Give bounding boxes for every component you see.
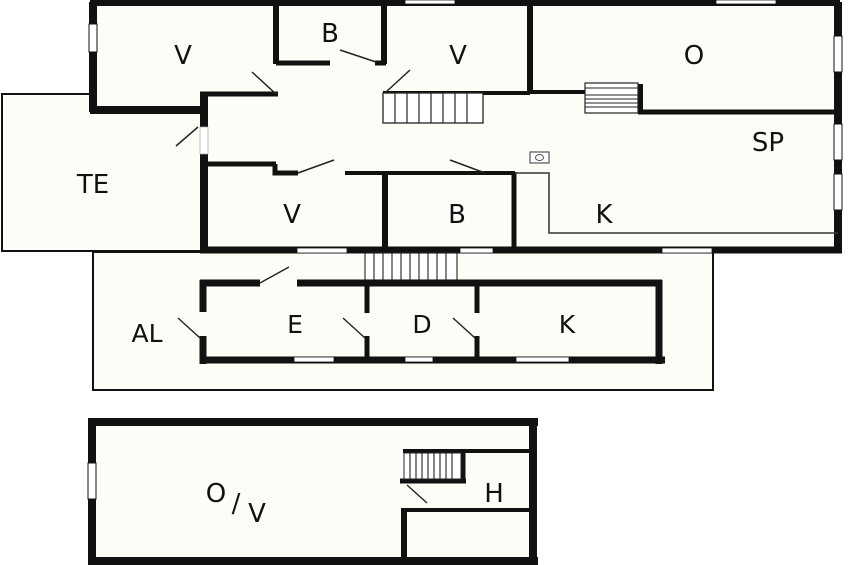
room-label-v1: V xyxy=(174,41,192,71)
terrace xyxy=(1,93,203,252)
room-label-e: E xyxy=(287,310,303,339)
room-label-ov-o: O xyxy=(206,479,226,509)
room-label-al: AL xyxy=(131,319,162,348)
room-label-d: D xyxy=(412,310,431,339)
room-label-k2: K xyxy=(559,310,576,339)
room-label-v3: V xyxy=(283,200,301,230)
main-house: V B V O SP K V B TE xyxy=(76,0,843,254)
room-label-h: H xyxy=(484,479,504,509)
annex-building: AL E D K xyxy=(131,252,665,364)
room-label-ov-slash: / xyxy=(232,489,241,519)
stairs-hall xyxy=(382,92,484,124)
room-label-sp: SP xyxy=(752,128,784,158)
room-label-o: O xyxy=(684,41,704,71)
room-label-b2: B xyxy=(448,200,466,230)
room-label-ov-v: V xyxy=(248,499,266,529)
room-label-k1: K xyxy=(595,200,613,230)
room-label-v2: V xyxy=(449,41,467,71)
stairs-lower xyxy=(403,452,462,480)
room-label-te: TE xyxy=(76,170,109,200)
stairs-o xyxy=(584,82,639,114)
lower-building: O / V H xyxy=(87,418,538,565)
room-label-b1: B xyxy=(321,19,339,49)
stairs-annex xyxy=(364,252,458,281)
